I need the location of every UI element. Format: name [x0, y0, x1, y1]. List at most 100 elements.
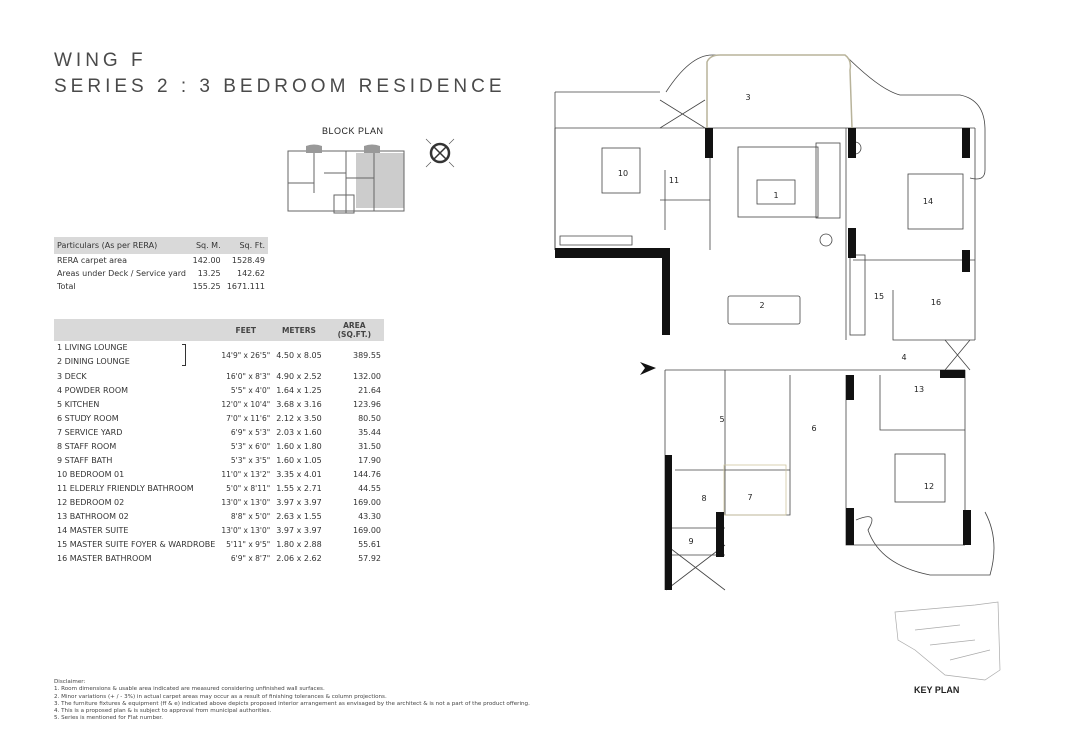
disclaimer-item: 3. The furniture fixtures & equipment (f… — [54, 700, 530, 707]
room-name: 4 POWDER ROOM — [57, 385, 129, 395]
table-row: 5 KITCHEN 12'0" x 10'4" 3.68 x 3.16 123.96 — [54, 397, 384, 411]
meters-cell: 1.60 x 1.80 — [276, 441, 322, 451]
meters-cell: 4.90 x 2.52 — [276, 371, 322, 381]
room-number-label: 14 — [923, 197, 933, 206]
room-number-label: 5 — [719, 415, 724, 424]
table-row: 6 STUDY ROOM 7'0" x 11'6" 2.12 x 3.50 80.50 — [54, 411, 384, 425]
meters-cell: 2.63 x 1.55 — [276, 511, 322, 521]
compass-icon — [425, 138, 455, 168]
meters-cell: 2.03 x 1.60 — [276, 427, 322, 437]
meters-cell: 1.80 x 2.88 — [276, 539, 322, 549]
feet-cell: 8'8" x 5'0" — [230, 511, 271, 521]
area-cell: 44.55 — [358, 483, 381, 493]
area-cell: 123.96 — [353, 399, 381, 409]
key-plan-label: KEY PLAN — [914, 685, 960, 695]
room-number-label: 8 — [701, 494, 706, 503]
cell: 1671.111 — [226, 282, 265, 291]
table-row: 14 MASTER SUITE 13'0" x 13'0" 3.97 x 3.97 1… — [54, 523, 384, 537]
bracket — [181, 344, 186, 366]
room-number-label: 4 — [901, 353, 906, 362]
area-cell: 144.76 — [353, 469, 381, 479]
header-sqm: Sq. M. — [189, 237, 224, 254]
meters-cell: 1.64 x 1.25 — [276, 385, 322, 395]
area-cell: 132.00 — [353, 371, 381, 381]
feet-cell: 5'0" x 8'11" — [226, 483, 271, 493]
cell: Areas under Deck / Service yard — [57, 269, 186, 278]
header-room — [54, 319, 219, 341]
feet-cell: 12'0" x 10'4" — [221, 399, 271, 409]
disclaimer-item: 5. Series is mentioned for Flat number. — [54, 715, 163, 722]
disclaimer-item: 4. This is a proposed plan & is subject … — [54, 708, 272, 715]
feet-cell: 16'0" x 8'3" — [226, 371, 271, 381]
table-row: 13 BATHROOM 02 8'8" x 5'0" 2.63 x 1.55 43.3… — [54, 509, 384, 523]
feet-cell: 6'9" x 8'7" — [230, 553, 271, 563]
room-dimensions-table: FEET METERS AREA (SQ.FT.) 1 LIVING LOUNG… — [54, 319, 384, 565]
table-row: 11 ELDERLY FRIENDLY BATHROOM 5'0" x 8'11"… — [54, 481, 384, 495]
block-plan-label: BLOCK PLAN — [322, 126, 384, 136]
area-cell: 80.50 — [358, 413, 381, 423]
area-cell: 169.00 — [353, 525, 381, 535]
room-number-label: 2 — [759, 301, 764, 310]
meters-cell: 3.68 x 3.16 — [276, 399, 322, 409]
area-cell: 389.55 — [353, 350, 381, 360]
feet-cell: 7'0" x 11'6" — [226, 413, 271, 423]
feet-cell: 6'9" x 5'3" — [230, 427, 271, 437]
header-particulars: Particulars (As per RERA) — [54, 237, 190, 254]
room-number-label: 10 — [618, 169, 628, 178]
meters-cell: 4.50 x 8.05 — [276, 350, 322, 360]
wing-title: WING F — [54, 50, 147, 71]
area-cell: 57.92 — [358, 553, 381, 563]
area-cell: 169.00 — [353, 497, 381, 507]
room-name: 2 DINING LOUNGE — [57, 357, 130, 366]
room-name: 12 BEDROOM 02 — [57, 497, 125, 507]
block-plan-diagram — [287, 144, 405, 214]
structural-columns — [555, 128, 971, 590]
rera-area-table: Particulars (As per RERA) Sq. M. Sq. Ft.… — [54, 237, 268, 293]
room-name: 7 SERVICE YARD — [57, 427, 123, 437]
room-name: 1 LIVING LOUNGE — [57, 343, 128, 352]
entrance-arrow-icon — [640, 362, 656, 375]
feet-cell: 13'0" x 13'0" — [221, 497, 271, 507]
area-cell: 35.44 — [358, 427, 381, 437]
table-row: RERA carpet area 142.00 1528.49 — [54, 254, 268, 267]
feet-cell: 5'11" x 9'5" — [226, 539, 271, 549]
room-number-label: 15 — [874, 292, 884, 301]
feet-cell: 14'9" x 26'5" — [221, 350, 271, 360]
cell: RERA carpet area — [57, 256, 127, 265]
feet-cell: 11'0" x 13'2" — [221, 469, 271, 479]
room-name: 10 BEDROOM 01 — [57, 469, 125, 479]
disclaimer-item: 1. Room dimensions & usable area indicat… — [54, 686, 325, 693]
cell: 142.00 — [192, 256, 221, 265]
room-name: 11 ELDERLY FRIENDLY BATHROOM — [57, 483, 194, 493]
room-number-label: 6 — [811, 424, 816, 433]
meters-cell: 3.35 x 4.01 — [276, 469, 322, 479]
room-name: 14 MASTER SUITE — [57, 525, 129, 535]
cell: 1528.49 — [231, 256, 265, 265]
area-cell: 43.30 — [358, 511, 381, 521]
room-number-label: 3 — [745, 93, 750, 102]
room-number-label: 7 — [747, 493, 752, 502]
merged-room-names: 1 LIVING LOUNGE 2 DINING LOUNGE — [54, 341, 218, 369]
room-name: 8 STAFF ROOM — [57, 441, 117, 451]
area-cell: 55.61 — [358, 539, 381, 549]
area-cell: 17.90 — [358, 455, 381, 465]
feet-cell: 13'0" x 13'0" — [221, 525, 271, 535]
room-number-label: 1 — [773, 191, 778, 200]
room-name: 6 STUDY ROOM — [57, 413, 119, 423]
disclaimer: Disclaimer: 1. Room dimensions & usable … — [54, 679, 530, 723]
room-name: 5 KITCHEN — [57, 399, 100, 409]
meters-cell: 3.97 x 3.97 — [276, 525, 322, 535]
cell: Total — [57, 282, 76, 291]
meters-cell: 1.60 x 1.05 — [276, 455, 322, 465]
room-name: 3 DECK — [57, 371, 87, 381]
header-sqft: Sq. Ft. — [223, 237, 268, 254]
cell: 155.25 — [192, 282, 221, 291]
room-name: 13 BATHROOM 02 — [57, 511, 129, 521]
table-row: 3 DECK 16'0" x 8'3" 4.90 x 2.52 132.00 — [54, 369, 384, 383]
meters-cell: 2.12 x 3.50 — [276, 413, 322, 423]
